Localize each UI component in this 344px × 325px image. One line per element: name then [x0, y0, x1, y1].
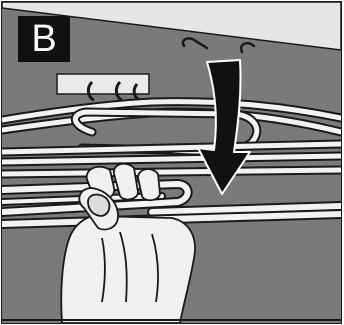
middle-rails — [2, 144, 341, 174]
step-label-badge: B — [18, 16, 70, 62]
